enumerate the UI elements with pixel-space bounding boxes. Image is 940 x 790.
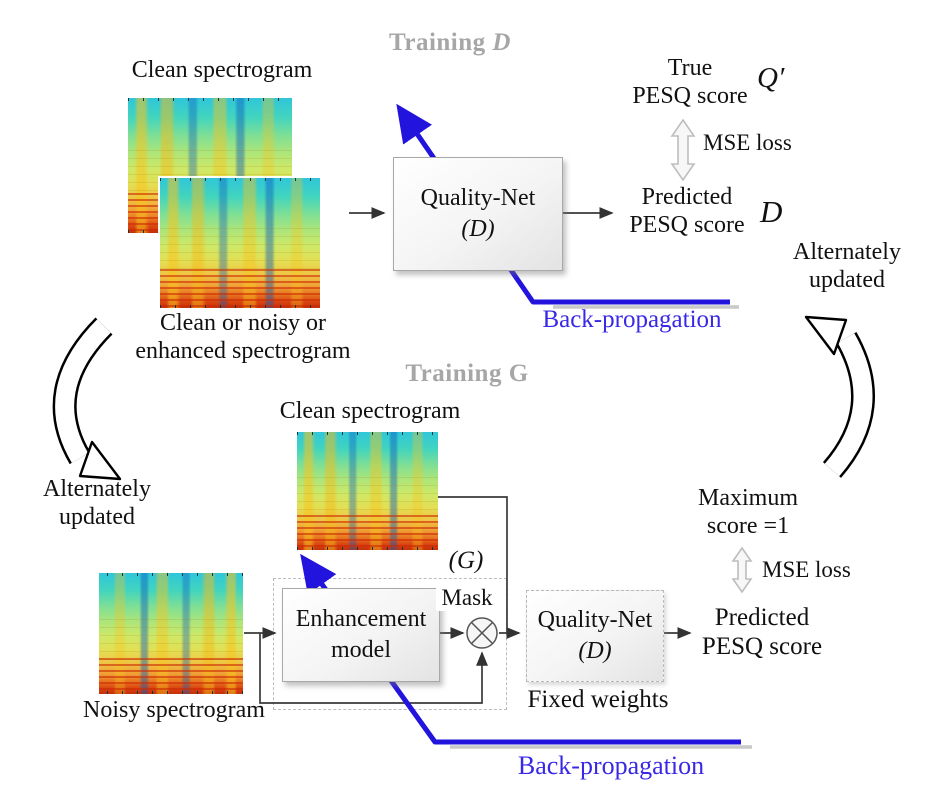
predicted-pesq-bottom-line2: PESQ score (701, 632, 823, 660)
enhancement-model-line1: Enhancement (295, 605, 427, 632)
quality-net-d-symbol: (D) (461, 216, 495, 242)
maximum-score-line1: Maximum (698, 485, 798, 511)
cycle-arrow-left (52, 317, 122, 481)
predicted-pesq-label-top: Predicted PESQ score (597, 184, 777, 239)
predicted-score-symbol: D (760, 194, 783, 229)
predicted-pesq-bottom-line1: Predicted (714, 604, 810, 631)
clean-spectrogram-title-top: Clean spectrogram (131, 57, 313, 83)
multiply-x-glyph (470, 621, 494, 645)
mse-loss-label-top: MSE loss (703, 130, 792, 155)
maximum-score-label: Maximum score =1 (663, 485, 833, 540)
mse-double-arrow-bottom (731, 546, 753, 594)
mixed-spectrogram-image-front (160, 178, 320, 308)
alternately-updated-right: Alternately updated (777, 239, 917, 294)
arrow-noisy-bypass-to-multiply (259, 633, 488, 704)
training-g-word: Training (405, 360, 502, 387)
true-pesq-line2: PESQ score (632, 82, 748, 109)
predicted-pesq-top-line2: PESQ score (629, 211, 745, 238)
enhancement-model-box: Enhancement model (282, 588, 440, 682)
noisy-spectrogram-label: Noisy spectrogram (83, 697, 265, 723)
alternately-right-line2: updated (809, 266, 885, 293)
alternately-left-line1: Alternately (43, 476, 151, 502)
true-pesq-label: True PESQ score (600, 55, 780, 110)
cycle-arrow-right (804, 315, 875, 478)
mse-double-arrow-top (670, 118, 696, 182)
stack-caption: Clean or noisy or enhanced spectrogram (105, 310, 381, 365)
multiply-node (466, 617, 498, 649)
predicted-pesq-top-line1: Predicted (641, 184, 733, 210)
enhancement-model-line2: model (331, 637, 391, 663)
quality-net-d-box: Quality-Net (D) (393, 157, 563, 271)
quality-net-d-name: Quality-Net (420, 184, 536, 211)
true-score-symbol: Q′ (757, 62, 785, 94)
quality-net-fixed-name: Quality-Net (537, 606, 653, 633)
backprop-label-top: Back-propagation (542, 306, 722, 333)
stack-caption-line2: enhanced spectrogram (135, 337, 351, 364)
fixed-weights-label: Fixed weights (527, 686, 669, 713)
stack-caption-line1: Clean or noisy or (160, 310, 326, 336)
training-d-letter: D (492, 29, 511, 56)
maximum-score-line2: score =1 (706, 512, 790, 539)
generator-symbol: (G) (448, 547, 484, 574)
mse-loss-label-bottom: MSE loss (762, 557, 851, 582)
predicted-pesq-label-bottom: Predicted PESQ score (667, 604, 857, 662)
backprop-label-bottom: Back-propagation (517, 751, 705, 780)
signal-arrows (244, 207, 692, 704)
quality-net-fixed-symbol: (D) (578, 638, 612, 664)
mask-label: Mask (436, 585, 498, 612)
quality-net-fixed-box: Quality-Net (D) (526, 590, 664, 682)
training-d-word: Training (389, 29, 486, 56)
line-clean-to-qualitynet-fixed (438, 496, 508, 632)
alternately-left-line2: updated (59, 503, 135, 530)
training-g-header: Training G (347, 360, 587, 389)
training-d-header: Training D (330, 29, 570, 58)
true-pesq-line1: True (667, 55, 713, 81)
alternately-right-line1: Alternately (793, 239, 901, 265)
training-g-letter: G (508, 360, 529, 387)
generator-dashed-container (273, 578, 507, 710)
alternately-updated-left: Alternately updated (27, 476, 167, 531)
clean-spectrogram-title-bottom: Clean spectrogram (279, 398, 461, 424)
clean-spectrogram-image-bottom (297, 432, 438, 550)
